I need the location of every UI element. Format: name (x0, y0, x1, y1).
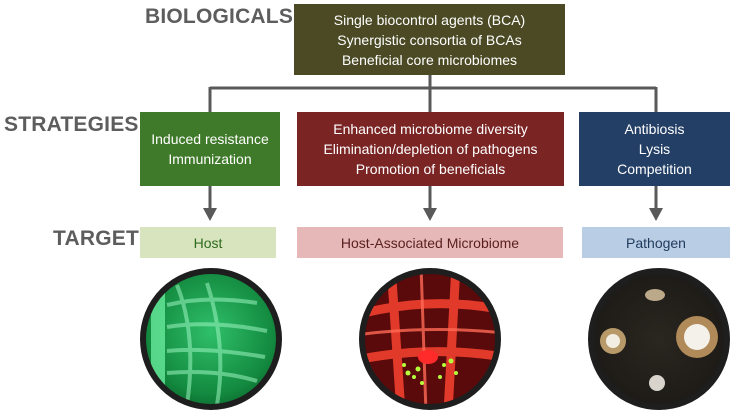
strategy-line: Promotion of beneficials (355, 161, 506, 177)
petri-dish-culture-icon (588, 268, 730, 410)
heading-biologicals: BIOLOGICALS (145, 5, 294, 28)
biologicals-line: Synergistic consortia of BCAs (337, 31, 522, 48)
biologicals-box: Single biocontrol agents (BCA) Synergist… (294, 4, 565, 75)
biologicals-line: Beneficial core microbiomes (341, 51, 518, 68)
target-microbiome: Host-Associated Microbiome (297, 227, 563, 258)
arrow-host (203, 208, 217, 221)
strategy-line: Elimination/depletion of pathogens (323, 141, 538, 157)
strategy-box-host: Induced resistance Immunization (140, 112, 280, 186)
root-microbiome-micrograph-icon (359, 268, 501, 410)
target-pathogen: Pathogen (582, 227, 730, 258)
strategy-line: Enhanced microbiome diversity (333, 121, 528, 137)
root-fluorescence-micrograph-icon (140, 268, 282, 410)
arrow-microbiome (423, 208, 437, 221)
strategy-line: Induced resistance (151, 131, 269, 147)
target-host: Host (140, 227, 276, 258)
strategy-line: Antibiosis (624, 121, 685, 137)
heading-strategies: STRATEGIES (4, 113, 139, 136)
strategy-line: Competition (617, 161, 692, 177)
strategy-line: Lysis (638, 141, 671, 157)
strategy-line: Immunization (168, 151, 252, 167)
strategy-box-pathogen: Antibiosis Lysis Competition (579, 112, 730, 186)
arrow-pathogen (649, 208, 663, 221)
heading-target: TARGET (53, 227, 139, 250)
biologicals-line: Single biocontrol agents (BCA) (333, 11, 526, 28)
strategy-box-microbiome: Enhanced microbiome diversity Eliminatio… (297, 112, 564, 186)
